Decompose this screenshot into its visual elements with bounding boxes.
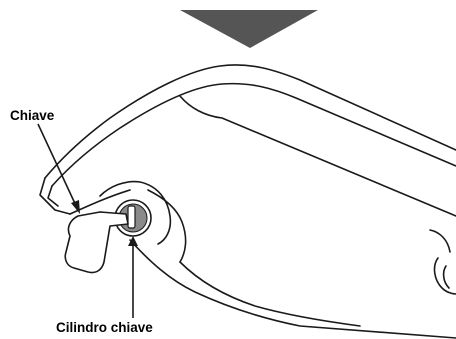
cylinder-callout-arrowhead <box>128 236 138 246</box>
direction-arrow <box>180 10 318 48</box>
key <box>65 212 128 273</box>
key-callout-line <box>38 124 78 210</box>
battery-housing <box>40 65 456 338</box>
key-cylinder-label: Cilindro chiave <box>56 320 153 335</box>
key-label: Chiave <box>10 108 55 123</box>
